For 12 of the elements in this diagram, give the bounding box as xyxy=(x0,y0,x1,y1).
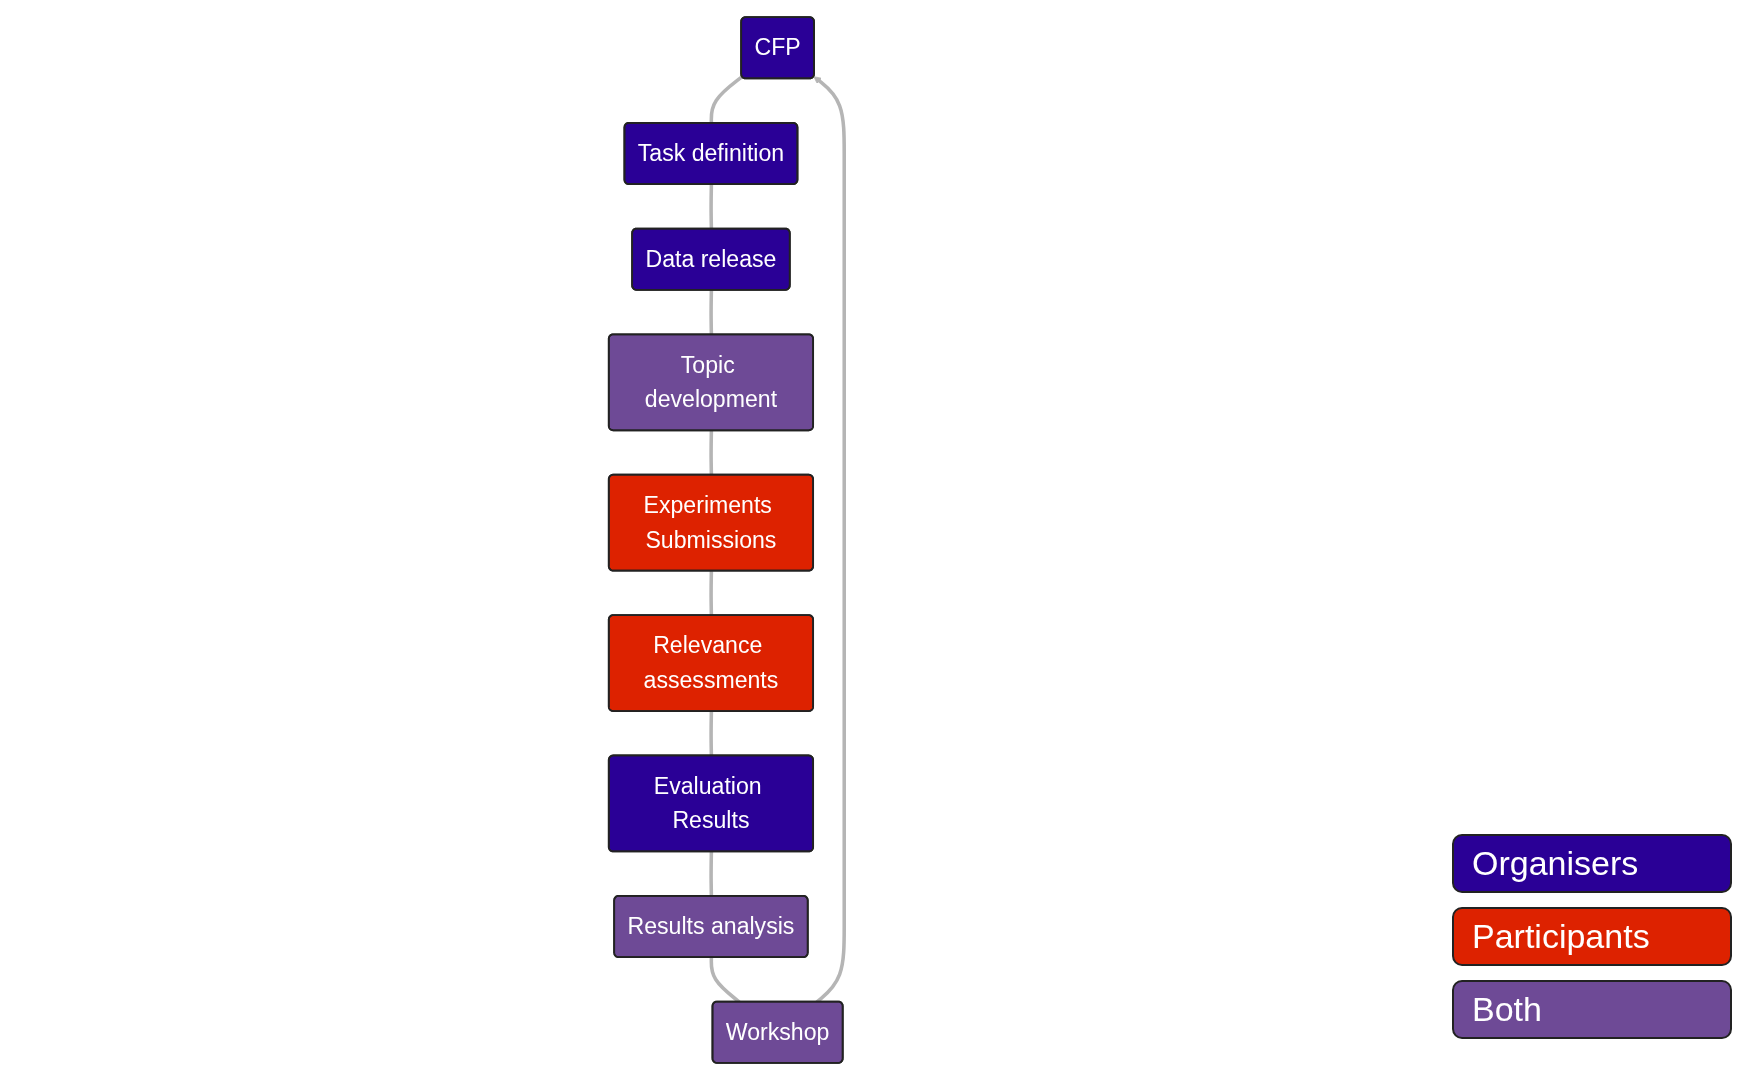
legend-item: Both xyxy=(1452,980,1732,1039)
connector xyxy=(709,957,740,1003)
connector xyxy=(708,570,713,616)
legend-item: Participants xyxy=(1452,907,1732,966)
connector xyxy=(709,74,743,123)
legend-item: Organisers xyxy=(1452,834,1732,893)
arrow xyxy=(813,75,846,1003)
connector xyxy=(708,430,713,475)
connector xyxy=(708,851,713,896)
connector xyxy=(708,710,713,756)
connector xyxy=(708,184,713,229)
connector xyxy=(708,289,713,335)
